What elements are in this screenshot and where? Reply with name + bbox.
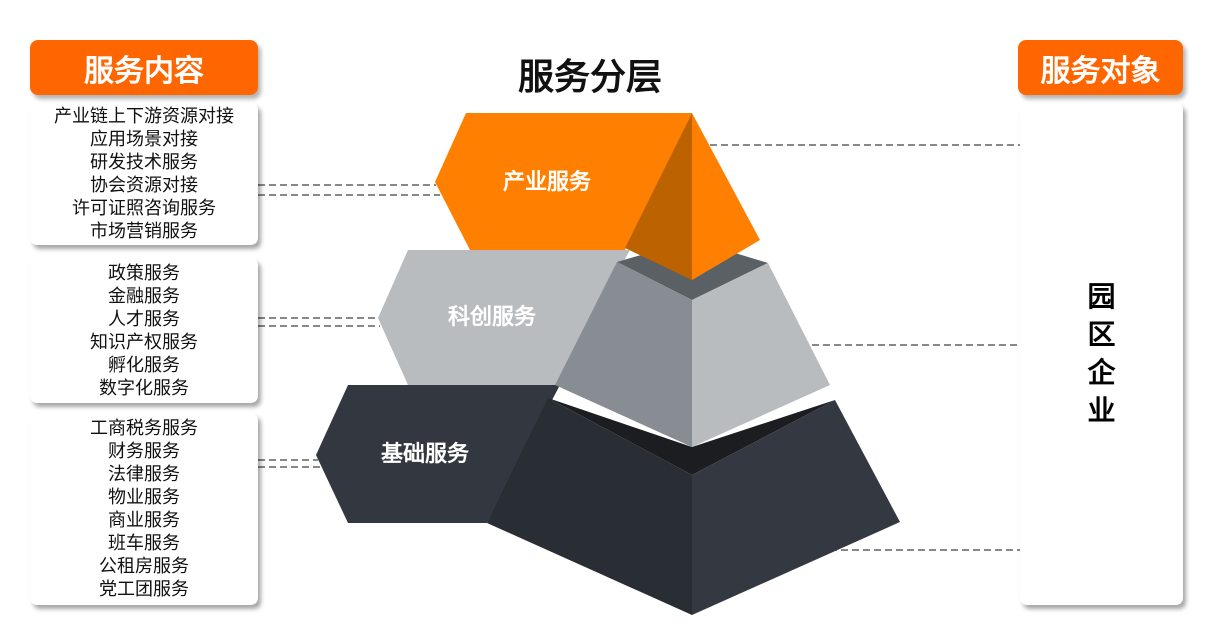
tier-label-industry: 产业服务: [503, 169, 592, 194]
list-item: 政策服务: [108, 262, 180, 283]
list-item: 金融服务: [108, 285, 180, 306]
list-item: 协会资源对接: [90, 175, 198, 195]
list-item: 孵化服务: [108, 354, 180, 375]
innovation-services-list: 政策服务 金融服务 人才服务 知识产权服务 孵化服务 数字化服务: [30, 258, 258, 403]
industry-services-list: 产业链上下游资源对接 应用场景对接 研发技术服务 协会资源对接 许可证照咨询服务…: [30, 103, 258, 245]
tier-basic[interactable]: 基础服务: [316, 385, 900, 615]
list-item: 应用场景对接: [90, 129, 198, 149]
tier-innovation[interactable]: 科创服务: [378, 240, 830, 447]
target-char: 区: [1087, 319, 1116, 350]
basic-services-list: 工商税务服务 财务服务 法律服务 物业服务 商业服务 班车服务 公租房服务 党工…: [30, 413, 258, 605]
tier-label-basic: 基础服务: [381, 441, 470, 466]
list-item: 法律服务: [108, 464, 180, 484]
list-item: 研发技术服务: [90, 152, 198, 172]
list-item: 许可证照咨询服务: [72, 198, 216, 218]
service-target-text: 园 区 企 业: [1087, 278, 1115, 430]
list-item: 工商税务服务: [90, 418, 198, 438]
connector-lines: [258, 144, 1020, 551]
list-item: 人才服务: [108, 308, 180, 329]
list-item: 数字化服务: [99, 377, 189, 398]
list-item: 知识产权服务: [90, 331, 198, 352]
target-char: 园: [1087, 281, 1116, 312]
service-target-header: 服务对象: [1018, 40, 1183, 95]
list-item: 党工团服务: [99, 579, 189, 599]
list-item: 班车服务: [108, 533, 180, 553]
target-char: 企: [1087, 357, 1116, 388]
list-item: 市场营销服务: [90, 221, 198, 241]
list-item: 产业链上下游资源对接: [54, 106, 234, 126]
service-target-box: 园 区 企 业: [1020, 103, 1183, 605]
tier-label-innovation: 科创服务: [448, 304, 537, 329]
list-item: 物业服务: [108, 487, 180, 507]
list-item: 商业服务: [108, 510, 180, 530]
target-char: 业: [1087, 395, 1116, 426]
page-title: 服务分层: [517, 56, 662, 97]
list-item: 财务服务: [108, 441, 180, 461]
service-content-header: 服务内容: [30, 40, 258, 95]
tier-industry[interactable]: 产业服务: [435, 113, 760, 280]
list-item: 公租房服务: [99, 556, 189, 576]
